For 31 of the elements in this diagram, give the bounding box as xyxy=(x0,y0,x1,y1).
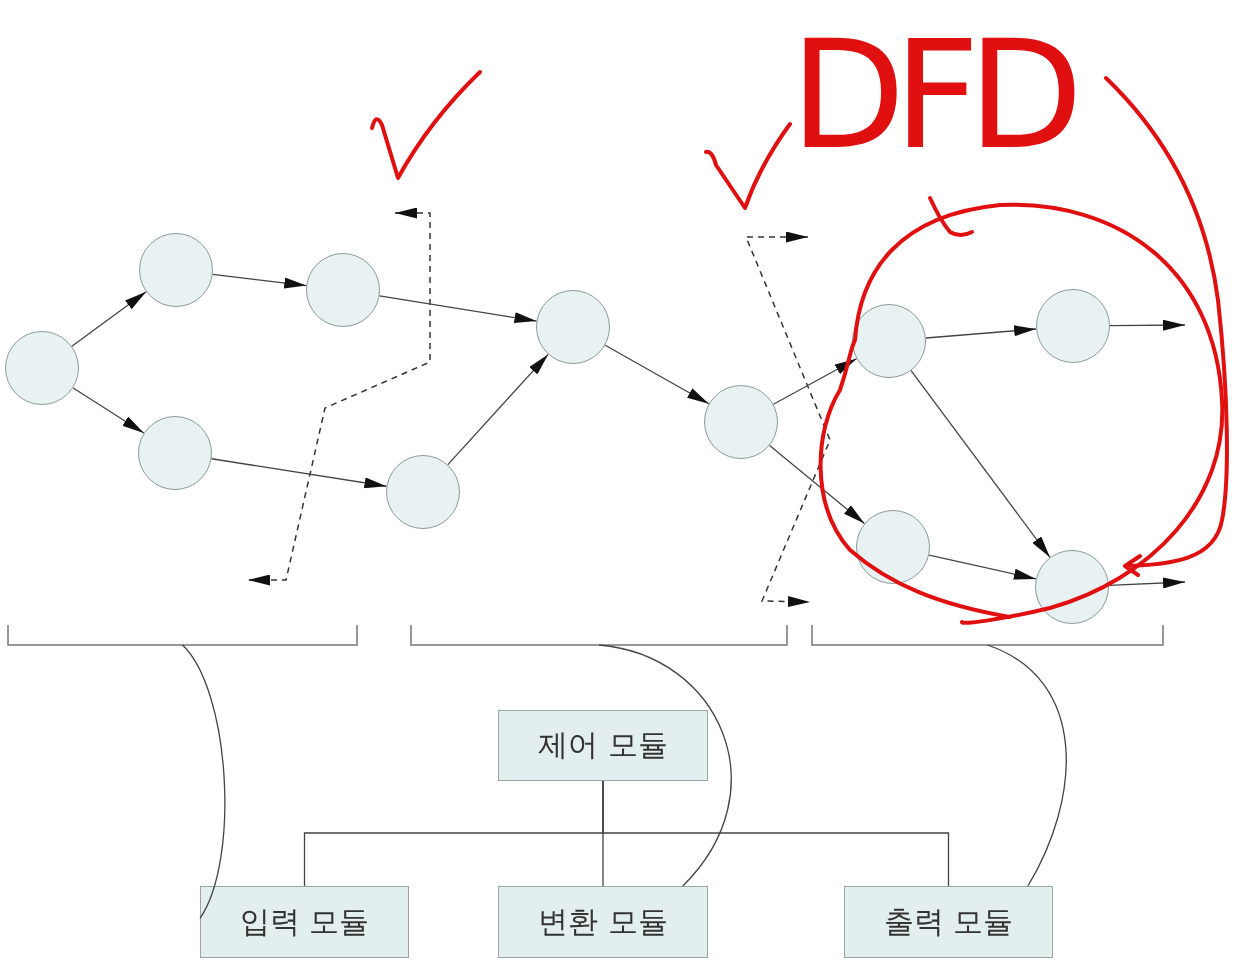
arrow xyxy=(210,458,388,489)
arrow xyxy=(1109,319,1186,331)
arrow xyxy=(604,344,710,405)
arrow xyxy=(71,291,147,347)
bracket xyxy=(7,625,358,647)
curved-connector xyxy=(986,644,1067,887)
module-label: 입력 모듈 xyxy=(239,902,370,941)
arrow xyxy=(212,273,307,289)
arrow xyxy=(925,325,1037,339)
arrow xyxy=(378,295,538,324)
curved-connector xyxy=(598,644,732,887)
module-label: 변환 모듈 xyxy=(538,902,668,941)
handwritten-text: DFD xyxy=(790,20,1072,170)
process-circle xyxy=(852,304,926,378)
connector-line xyxy=(602,780,950,887)
bracket xyxy=(811,625,1164,647)
arrow xyxy=(72,387,145,434)
module-box xyxy=(498,710,708,781)
curved-connector xyxy=(181,644,226,920)
bracket xyxy=(410,625,788,647)
arrow xyxy=(928,554,1037,580)
arrow xyxy=(1108,577,1186,589)
arrow xyxy=(447,353,549,466)
module-box xyxy=(498,886,708,958)
module-box xyxy=(844,886,1053,958)
arrow xyxy=(910,370,1051,558)
module-label: 출력 모듈 xyxy=(883,902,1014,941)
arrow xyxy=(772,358,858,405)
arrow xyxy=(768,444,866,525)
module-box xyxy=(200,886,409,958)
module-label: 제어 모듈 xyxy=(538,726,668,764)
